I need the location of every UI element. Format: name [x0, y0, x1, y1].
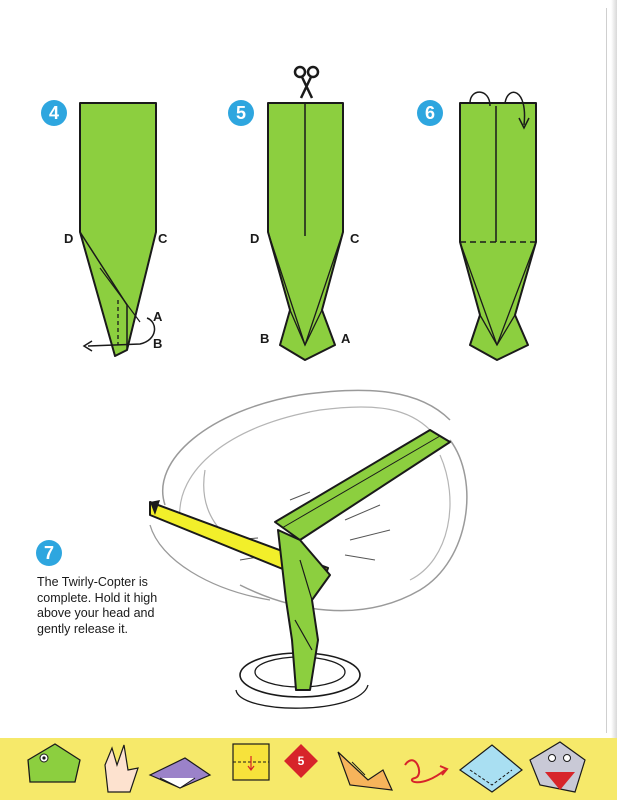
step-7-badge: 7	[36, 540, 62, 566]
step-4-label-c: C	[158, 231, 168, 246]
step-4-badge: 4	[41, 100, 67, 126]
step-5-label-a: A	[341, 331, 351, 346]
step-7-caption: The Twirly-Copter is complete. Hold it h…	[37, 575, 158, 636]
step-4-label-d: D	[64, 231, 73, 246]
step-5-badge: 5	[228, 100, 254, 126]
step-6-badge: 6	[417, 100, 443, 126]
step-5-label-c: C	[350, 231, 360, 246]
step-4-label-a: A	[153, 309, 163, 324]
step-4-label-b: B	[153, 336, 162, 351]
step-7-diagram	[149, 389, 468, 709]
page-number: 5	[297, 754, 305, 768]
page-border	[6, 8, 607, 733]
page-edge	[611, 0, 617, 740]
step-5-diagram: D C B A	[250, 65, 360, 361]
step-6-diagram	[459, 91, 537, 361]
instruction-illustrations: D C A B D C B A	[64, 65, 537, 709]
step-5-label-d: D	[250, 231, 259, 246]
scissors-icon	[293, 65, 320, 99]
step-5-label-b: B	[260, 331, 269, 346]
step-4-diagram: D C A B	[64, 102, 168, 357]
